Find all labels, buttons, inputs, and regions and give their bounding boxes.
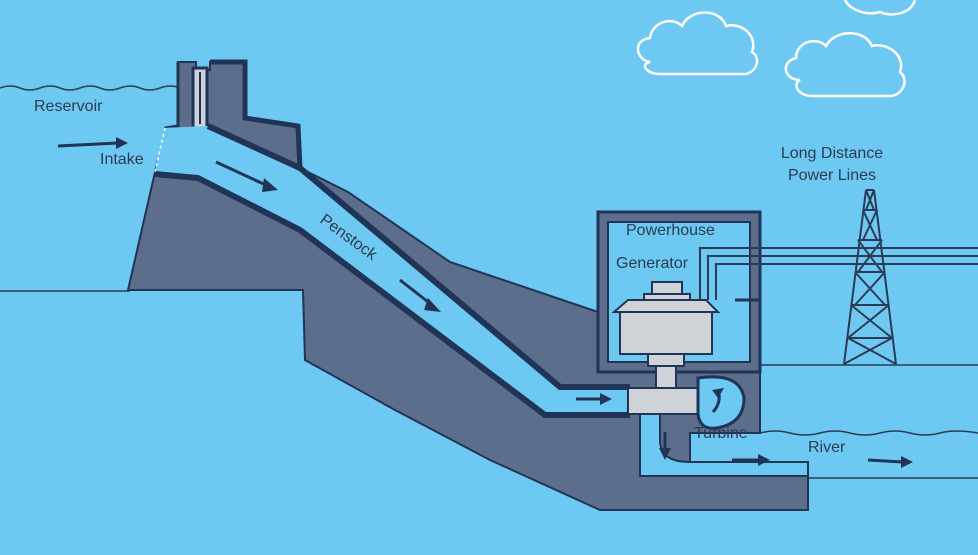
flow-arrow-icon — [576, 393, 612, 405]
flow-arrow-icon — [659, 432, 671, 460]
transmission-tower-icon — [836, 189, 904, 365]
reservoir-surface — [0, 85, 181, 91]
flow-arrow-icon — [399, 278, 441, 312]
penstock-channel — [155, 126, 638, 413]
turbine-swirl-arrowhead — [712, 388, 724, 398]
generator-label: Generator — [616, 255, 689, 272]
penstock-wall-upper — [206, 123, 630, 390]
cloud-icon — [636, 11, 759, 76]
river-label: River — [808, 439, 846, 456]
cloud-icon — [843, 0, 917, 16]
dam-upstream-edge — [164, 62, 180, 130]
power-cable-3 — [715, 263, 978, 300]
intake-opening — [154, 127, 166, 173]
flow-arrow-icon — [867, 456, 913, 468]
flow-arrow-icon — [57, 137, 128, 149]
flow-arrow-icon — [732, 454, 770, 466]
turbine-icon — [627, 375, 746, 430]
power-lines-label: Long Distance Power Lines — [780, 145, 884, 184]
intake-label: Intake — [100, 151, 144, 168]
turbine-label: Turbine — [694, 425, 748, 442]
cloud-icon — [784, 32, 906, 98]
draft-tube — [639, 413, 809, 477]
flow-arrow-icon — [215, 160, 278, 192]
generator-icon — [611, 281, 721, 389]
dam-crest-edge — [210, 59, 303, 169]
penstock-wall-lower — [154, 171, 630, 418]
river-surface — [759, 430, 978, 436]
reservoir-label: Reservoir — [34, 98, 103, 115]
powerhouse-label: Powerhouse — [626, 222, 715, 239]
